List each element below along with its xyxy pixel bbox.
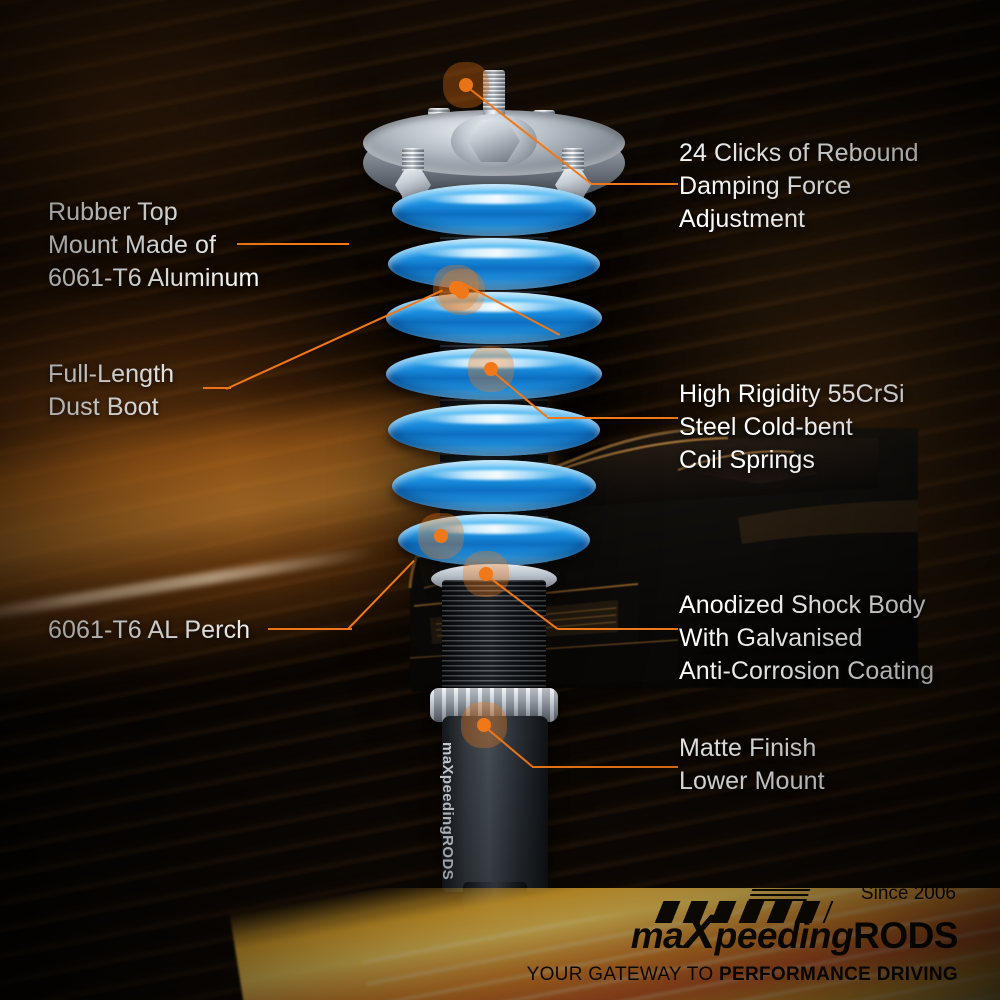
- vignette-overlay: [0, 0, 1000, 1000]
- infographic-canvas: maXpeedingRODS Rubber Top Mount Made of …: [0, 0, 1000, 1000]
